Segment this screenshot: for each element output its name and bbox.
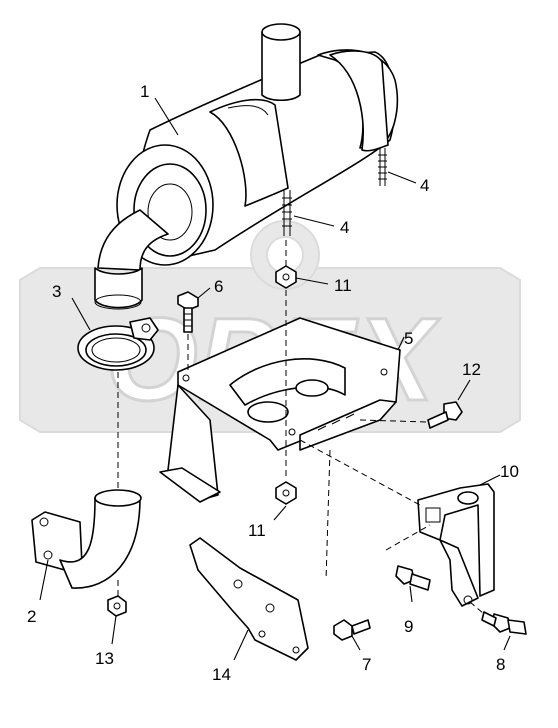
callout-11-upper: 11: [334, 276, 352, 295]
nut-13: [107, 595, 127, 617]
callout-3: 3: [52, 282, 61, 301]
nut-11-upper: [275, 265, 297, 289]
callout-1: 1: [140, 82, 149, 101]
callout-9: 9: [404, 617, 413, 636]
nut-11-lower: [275, 481, 297, 505]
callout-11-lower: 11: [248, 521, 266, 540]
leader-lines: [39, 97, 511, 661]
muffler: [94, 23, 399, 310]
callout-14: 14: [212, 665, 231, 684]
callout-13: 13: [95, 649, 114, 668]
callout-2: 2: [27, 607, 36, 626]
callout-12: 12: [462, 360, 481, 379]
callout-5: 5: [404, 329, 413, 348]
mounting-plate-14: [189, 537, 309, 661]
bolt-9: [395, 565, 431, 591]
assembly-lines: [117, 240, 485, 615]
exhaust-clamp: [77, 317, 159, 371]
callout-7: 7: [362, 655, 371, 674]
muffler-bracket: [159, 317, 401, 503]
bolt-8: [481, 611, 527, 635]
bolt-12: [427, 401, 463, 429]
callout-10: 10: [500, 462, 519, 481]
callout-4-lower: 4: [340, 218, 349, 237]
callouts: 1 2 3 4 4 5 6 7 8 9 10 11 11 12 13 14: [27, 82, 519, 684]
manifold-elbow: [31, 489, 142, 589]
mounting-bracket-10: [417, 483, 495, 607]
callout-8: 8: [496, 655, 505, 674]
callout-6: 6: [214, 277, 223, 296]
bolt-6: [177, 291, 199, 333]
callout-4-upper: 4: [420, 176, 429, 195]
